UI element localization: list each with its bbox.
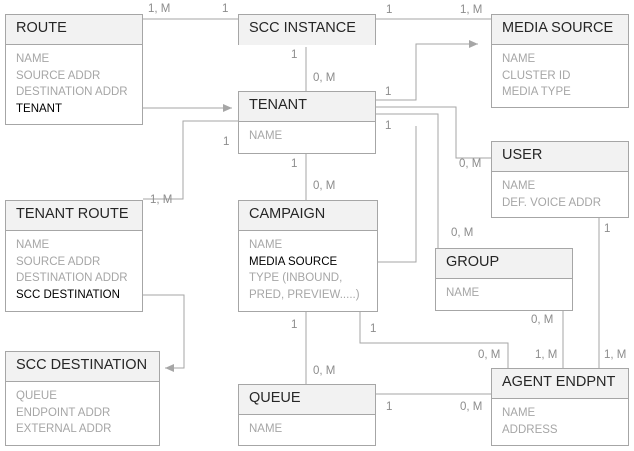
line-tenant-group bbox=[376, 113, 439, 248]
attr-name: NAME bbox=[249, 239, 283, 251]
entity-title: AGENT ENDPNT bbox=[492, 369, 628, 399]
attr-destination-addr: DESTINATION ADDR bbox=[16, 86, 128, 99]
attr-media-source: MEDIA SOURCE bbox=[249, 255, 338, 268]
attr-cluster-id: CLUSTER ID bbox=[502, 69, 571, 82]
attr-name: NAME bbox=[249, 130, 283, 142]
attr-scc-destination: SCC DESTINATION bbox=[16, 288, 120, 301]
attr-endpoint-addr: ENDPOINT ADDR bbox=[16, 406, 111, 419]
entity-route: ROUTE NAME SOURCE ADDR DESTINATION ADDR … bbox=[5, 14, 143, 125]
card-tenant-campaign-m: 0, M bbox=[313, 180, 336, 192]
attr-source-addr: SOURCE ADDR bbox=[16, 255, 101, 268]
attr-destination-addr: DESTINATION ADDR bbox=[16, 272, 128, 285]
card-tenant-trouter-m: 1, M bbox=[150, 194, 173, 206]
card-tenant-trouter-1: 1 bbox=[223, 136, 230, 148]
entity-title: SCC DESTINATION bbox=[6, 352, 159, 382]
line-tenant-trouter bbox=[143, 120, 238, 200]
attr-address: ADDRESS bbox=[502, 423, 558, 436]
attr-source-addr: SOURCE ADDR bbox=[16, 69, 101, 82]
card-campaign-queue-m: 0, M bbox=[313, 365, 336, 377]
attr-def-voice-addr: DEF. VOICE ADDR bbox=[502, 196, 602, 209]
entity-tenant: TENANT NAME bbox=[238, 91, 376, 154]
card-scc-media-m: 1, M bbox=[460, 4, 483, 16]
card-queue-agent-m: 0, M bbox=[460, 401, 483, 413]
entity-user: USER NAME DEF. VOICE ADDR bbox=[491, 141, 629, 218]
line-tenant-media bbox=[376, 40, 478, 101]
attr-name: NAME bbox=[502, 180, 536, 192]
entity-agent-endpnt: AGENT ENDPNT NAME ADDRESS bbox=[491, 368, 629, 446]
entity-media-source: MEDIA SOURCE NAME CLUSTER ID MEDIA TYPE bbox=[491, 14, 629, 108]
attr-name: NAME bbox=[446, 287, 480, 299]
card-campaign-agent-m: 0, M bbox=[478, 349, 501, 361]
attr-media-type: MEDIA TYPE bbox=[502, 86, 571, 99]
entity-scc-instance: SCC INSTANCE bbox=[238, 14, 376, 45]
card-campaign-agent-1: 1 bbox=[370, 323, 377, 335]
attr-name: NAME bbox=[16, 53, 50, 65]
card-queue-agent-1: 1 bbox=[386, 401, 393, 413]
card-tenant-campaign-1: 1 bbox=[291, 158, 298, 170]
card-group-agent-1m: 1, M bbox=[535, 349, 558, 361]
attr-type-cont: PRED, PREVIEW.....) bbox=[249, 288, 360, 301]
attr-queue: QUEUE bbox=[16, 390, 57, 402]
card-tenant-media-1: 1 bbox=[385, 86, 392, 98]
entity-title: QUEUE bbox=[239, 385, 375, 415]
card-route-scc-m: 1, M bbox=[148, 3, 171, 15]
line-trouter-sccdest bbox=[143, 294, 185, 372]
entity-title: USER bbox=[492, 142, 628, 172]
entity-title: SCC INSTANCE bbox=[239, 15, 375, 45]
card-scc-tenant-1: 1 bbox=[291, 49, 298, 61]
entity-queue: QUEUE NAME bbox=[238, 384, 376, 446]
card-user-agent-1: 1 bbox=[604, 223, 611, 235]
card-tenant-group-m: 0, M bbox=[451, 227, 474, 239]
card-group-agent-m: 0, M bbox=[531, 314, 554, 326]
entity-scc-destination: SCC DESTINATION QUEUE ENDPOINT ADDR EXTE… bbox=[5, 351, 160, 446]
attr-name: NAME bbox=[249, 423, 283, 435]
entity-tenant-route: TENANT ROUTE NAME SOURCE ADDR DESTINATIO… bbox=[5, 200, 143, 312]
attr-name: NAME bbox=[502, 407, 536, 419]
attr-name: NAME bbox=[16, 239, 50, 251]
entity-title: CAMPAIGN bbox=[239, 201, 377, 231]
entity-title: TENANT bbox=[239, 92, 375, 122]
attr-tenant: TENANT bbox=[16, 102, 62, 115]
entity-title: MEDIA SOURCE bbox=[492, 15, 628, 45]
card-tenant-user-m: 0, M bbox=[459, 158, 482, 170]
entity-title: ROUTE bbox=[6, 15, 142, 45]
card-campaign-queue-1: 1 bbox=[291, 319, 298, 331]
attr-name: NAME bbox=[502, 53, 536, 65]
entity-campaign: CAMPAIGN NAME MEDIA SOURCE TYPE (INBOUND… bbox=[238, 200, 378, 312]
line-tenant-user bbox=[376, 106, 491, 159]
attr-type: TYPE (INBOUND, bbox=[249, 272, 343, 285]
entity-group: GROUP NAME bbox=[435, 248, 573, 311]
card-scc-tenant-m: 0, M bbox=[313, 72, 336, 84]
card-tenant-group-1: 1 bbox=[385, 120, 392, 132]
line-campaign-agent bbox=[359, 312, 509, 368]
entity-title: GROUP bbox=[436, 249, 572, 279]
card-user-agent-1m: 1, M bbox=[604, 349, 627, 361]
attr-external-addr: EXTERNAL ADDR bbox=[16, 423, 112, 436]
card-route-scc-1: 1 bbox=[222, 3, 229, 15]
card-scc-media-1: 1 bbox=[386, 4, 393, 16]
entity-title: TENANT ROUTE bbox=[6, 201, 142, 231]
